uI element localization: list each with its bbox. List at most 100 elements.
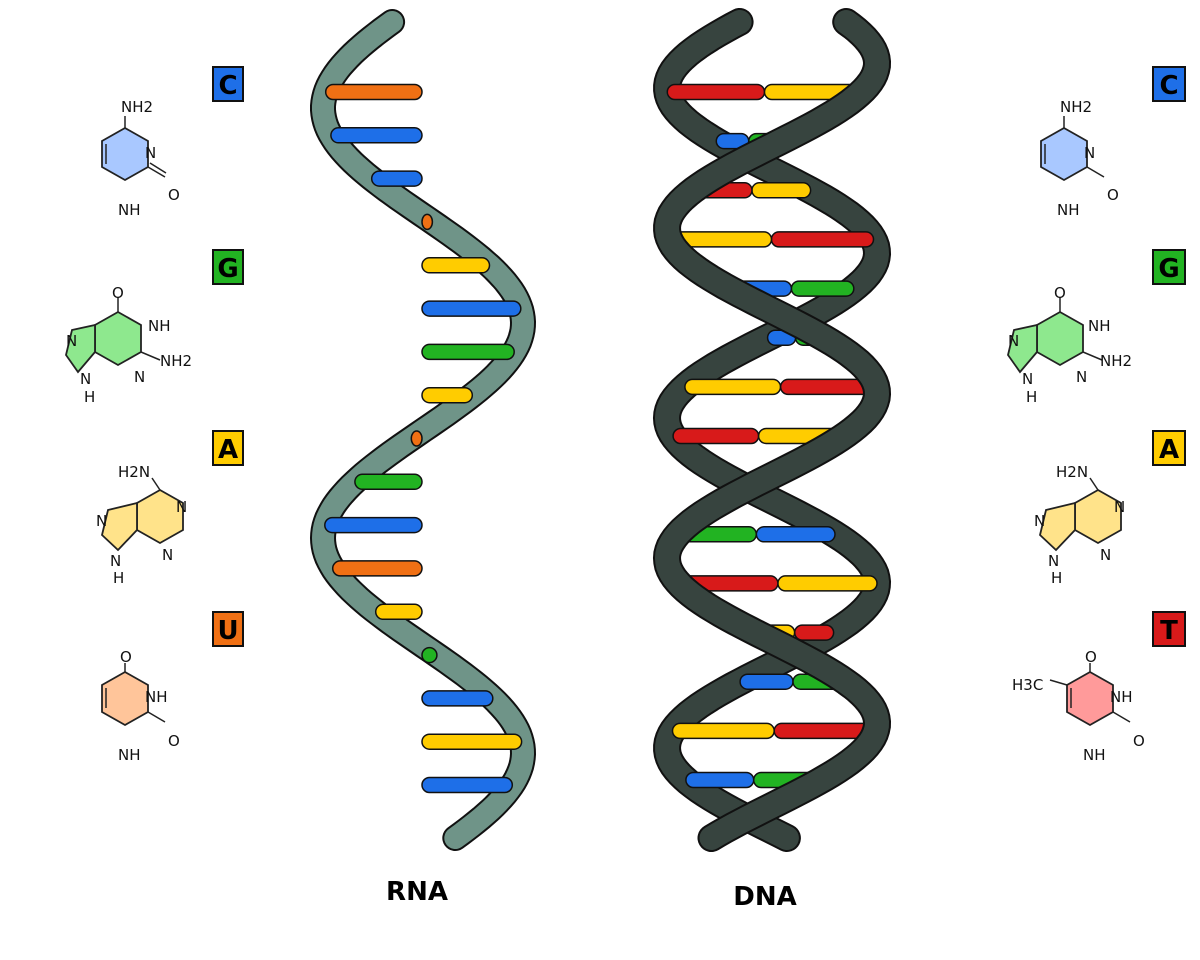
base-badge-t-right: T xyxy=(1152,611,1186,647)
atom-label: N xyxy=(1100,546,1111,564)
atom-label: N xyxy=(80,370,91,388)
base-badge-a-left: A xyxy=(212,430,244,466)
atom-label: N xyxy=(145,144,156,162)
atom-label: H xyxy=(1051,569,1062,587)
rna-backbone xyxy=(311,11,535,849)
rna-base-u xyxy=(331,560,423,577)
rna-base-a xyxy=(421,386,474,404)
dna-helix xyxy=(652,8,892,852)
atom-label: NH xyxy=(1083,746,1106,764)
base-badge-g-right: G xyxy=(1152,249,1186,285)
dna-base-c xyxy=(755,526,836,543)
atom-label: N xyxy=(1114,498,1125,516)
dna-base-t xyxy=(672,427,760,445)
atom-label: N xyxy=(176,498,187,516)
left-base-column: C NH2 N NH O G O NH NH2 N N xyxy=(65,66,244,764)
rna-base-c xyxy=(421,776,514,794)
atom-label: NH xyxy=(118,746,141,764)
base-letter: C xyxy=(218,71,237,101)
dna-base-g xyxy=(790,280,855,297)
atom-label: O xyxy=(168,186,180,204)
base-letter: G xyxy=(1158,254,1179,284)
base-letter: C xyxy=(1159,71,1178,101)
rna-base-c xyxy=(370,170,423,187)
atom-label: NH2 xyxy=(160,352,192,370)
rna-base-u xyxy=(421,213,434,231)
atom-label: N xyxy=(1008,332,1019,350)
dna-base-t xyxy=(770,231,875,248)
atom-label: NH xyxy=(148,317,171,335)
atom-label: O xyxy=(1054,284,1066,302)
dna-base-c xyxy=(739,673,794,690)
dna-base-a xyxy=(777,575,878,592)
atom-label: NH xyxy=(1088,317,1111,335)
base-letter: A xyxy=(218,435,238,465)
adenine-structure-left: H2N N N N N H xyxy=(96,463,187,587)
atom-label: N xyxy=(1076,368,1087,386)
atom-label: NH2 xyxy=(1060,98,1092,116)
atom-label: H xyxy=(113,569,124,587)
base-letter: T xyxy=(1160,616,1178,646)
rna-base-c xyxy=(421,300,522,317)
rna-base-a xyxy=(421,257,491,274)
cytosine-structure-right: NH2 N NH O xyxy=(1040,98,1119,219)
guanine-structure-right: O NH NH2 N N N H xyxy=(1007,284,1132,406)
atom-label: O xyxy=(120,648,132,666)
atom-label: N xyxy=(1084,144,1095,162)
rna-base-u xyxy=(410,430,423,447)
rna-helix xyxy=(309,9,537,851)
base-badge-u-left: U xyxy=(212,611,244,647)
rna-base-g xyxy=(421,646,438,664)
atom-label: O xyxy=(112,284,124,302)
atom-label: H2N xyxy=(118,463,150,481)
atom-label: NH xyxy=(1057,201,1080,219)
rna-base-c xyxy=(421,690,494,707)
dna-base-a xyxy=(751,182,812,199)
rna-base-g xyxy=(354,473,423,491)
atom-label: NH2 xyxy=(121,98,153,116)
rna-label: RNA xyxy=(386,877,448,907)
rna-base-g xyxy=(421,343,515,361)
guanine-structure-left: O NH NH2 N N N H xyxy=(65,284,192,406)
base-badge-g-left: G xyxy=(212,249,244,285)
atom-label: O xyxy=(168,732,180,750)
atom-label: H2N xyxy=(1056,463,1088,481)
atom-label: NH xyxy=(118,201,141,219)
dna-base-c xyxy=(685,771,755,789)
base-letter: G xyxy=(217,254,238,284)
atom-label: O xyxy=(1085,648,1097,666)
cytosine-structure-left: NH2 N NH O xyxy=(101,98,180,219)
dna-base-a xyxy=(671,722,775,740)
atom-label: NH xyxy=(145,688,168,706)
atom-label: NH2 xyxy=(1100,352,1132,370)
dna-base-t xyxy=(666,83,766,101)
atom-label: N xyxy=(110,552,121,570)
rna-base-c xyxy=(324,516,423,534)
adenine-structure-right: H2N N N N N H xyxy=(1034,463,1125,587)
base-letter: A xyxy=(1159,435,1179,465)
atom-label: H xyxy=(1026,388,1037,406)
dna-base-t xyxy=(793,624,835,641)
atom-label: NH xyxy=(1110,688,1133,706)
uracil-structure-left: O NH NH O xyxy=(101,648,180,764)
atom-label: N xyxy=(134,368,145,386)
right-base-column: C NH2 N NH O G O NH NH2 N N N xyxy=(1007,66,1186,764)
atom-label: H xyxy=(84,388,95,406)
atom-label: N xyxy=(66,332,77,350)
dna-backbone-2 xyxy=(654,10,890,850)
base-badge-c-left: C xyxy=(212,66,244,102)
base-badge-a-right: A xyxy=(1152,430,1186,466)
atom-label: H3C xyxy=(1012,676,1043,694)
atom-label: N xyxy=(96,512,107,530)
base-letter: U xyxy=(217,616,238,646)
atom-label: O xyxy=(1133,732,1145,750)
atom-label: N xyxy=(162,546,173,564)
atom-label: N xyxy=(1048,552,1059,570)
atom-label: O xyxy=(1107,186,1119,204)
rna-base-u xyxy=(324,83,423,101)
thymine-structure-right: H3C O NH NH O xyxy=(1012,648,1145,764)
dna-base-a xyxy=(684,378,782,396)
rna-base-a xyxy=(421,733,523,750)
dna-label: DNA xyxy=(733,882,796,912)
